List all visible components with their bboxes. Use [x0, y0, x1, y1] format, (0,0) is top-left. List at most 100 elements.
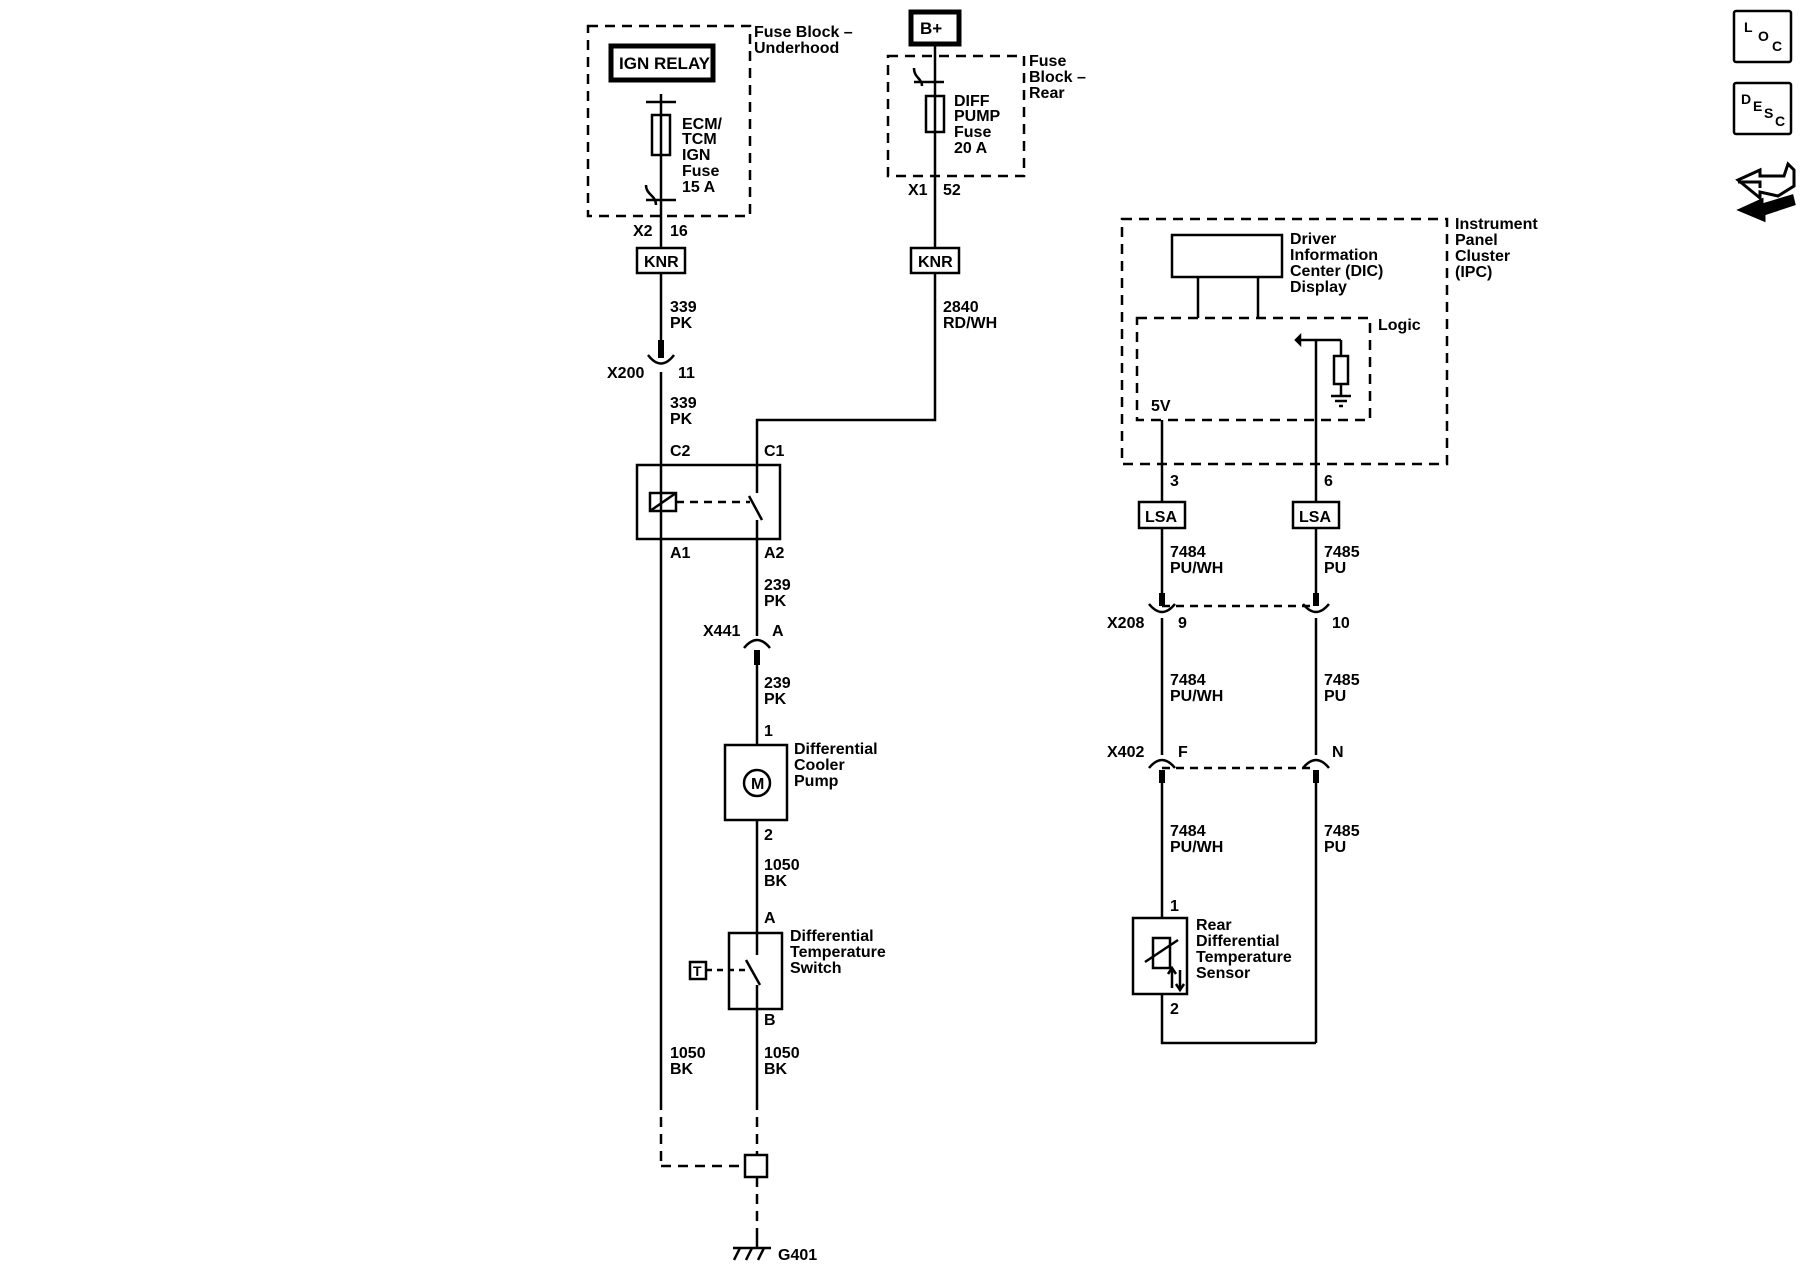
sensor-label-1: Rear	[1196, 917, 1232, 934]
x200-label: X200	[607, 365, 644, 382]
fuse-block-rear	[886, 54, 1026, 178]
description-view-icon[interactable]	[1732, 81, 1793, 136]
pump-symbol: M	[751, 776, 764, 793]
x200-pin: 11	[678, 365, 695, 382]
fuse-block-underhood-label-1: Fuse Block –	[754, 24, 853, 41]
sensor-pin-bottom: 2	[1170, 1001, 1179, 1018]
switch-label-1: Differential	[790, 928, 874, 945]
loc-letter-o: O	[1758, 28, 1769, 44]
diff-fuse-rating: 20 A	[954, 140, 988, 157]
ipc-pin-6: 6	[1324, 473, 1333, 490]
x2-label: X2	[633, 223, 653, 240]
switch-label-2: Temperature	[790, 944, 886, 961]
wire-2840-circuit: 2840	[943, 299, 979, 316]
wire-1050-color-left: BK	[670, 1061, 694, 1078]
x208-pin-a: 9	[1178, 615, 1187, 632]
switch-pin-bottom: B	[764, 1012, 776, 1029]
sensor-pin-top: 1	[1170, 898, 1179, 915]
sensor-label-3: Temperature	[1196, 949, 1292, 966]
lsa-right-label: LSA	[1299, 509, 1331, 526]
fuse-block-underhood	[586, 24, 752, 218]
b-plus-label: B+	[920, 19, 942, 38]
switch-symbol: T	[693, 963, 702, 979]
splice-pack	[743, 1153, 769, 1179]
wire-7484-color-2: PU/WH	[1170, 688, 1223, 705]
wire-339-circuit-1: 339	[670, 299, 697, 316]
diff-pump-relay	[635, 463, 782, 541]
fuse-block-underhood-label-2: Underhood	[754, 40, 839, 57]
wire-239-circuit-1: 239	[764, 577, 791, 594]
ipc-label-1: Instrument	[1455, 216, 1538, 233]
x1-pin: 52	[943, 182, 961, 199]
dic-label-4: Display	[1290, 279, 1347, 296]
motor-icon	[742, 768, 772, 798]
x402-pin-b: N	[1332, 744, 1344, 761]
x208-connector-a	[1148, 603, 1176, 614]
dic-label-1: Driver	[1290, 231, 1336, 248]
wire-1050-circuit-right: 1050	[764, 1045, 800, 1062]
logic-label: Logic	[1378, 317, 1421, 334]
diff-fuse-line-2: PUMP	[954, 108, 1001, 125]
desc-letter-s: S	[1764, 105, 1773, 121]
x1-label: X1	[908, 182, 928, 199]
x200-connector	[647, 354, 675, 365]
x441-connector	[743, 638, 771, 649]
sensor-label-2: Differential	[1196, 933, 1280, 950]
wire-1050-circuit-1: 1050	[764, 857, 800, 874]
sensor-label-4: Sensor	[1196, 965, 1250, 982]
wire-339-color-1: PK	[670, 315, 693, 332]
wire-339-circuit-2: 339	[670, 395, 697, 412]
pump-label-3: Pump	[794, 773, 839, 790]
desc-letter-d: D	[1741, 91, 1751, 107]
voltage-label: 5V	[1151, 398, 1171, 415]
diff-fuse-line-1: DIFF	[954, 93, 990, 110]
ground-symbol	[732, 1235, 771, 1261]
wire-7485-color-2: PU	[1324, 688, 1346, 705]
wire-1050-color-1: BK	[764, 873, 788, 890]
dic-label-3: Center (DIC)	[1290, 263, 1383, 280]
wire-339-color-2: PK	[670, 411, 693, 428]
connector-end-view-icon[interactable]	[1735, 161, 1796, 223]
logic-box	[1135, 316, 1372, 422]
wire-7484-circuit-3: 7484	[1170, 823, 1206, 840]
ecm-fuse-line-1: ECM/	[682, 116, 723, 133]
ecm-fuse-line-4: Fuse	[682, 163, 719, 180]
wire-7484-circuit-2: 7484	[1170, 672, 1206, 689]
pump-label-1: Differential	[794, 741, 878, 758]
wire-7484-color-3: PU/WH	[1170, 839, 1223, 856]
wire-7485-circuit-2: 7485	[1324, 672, 1360, 689]
knr-right-label: KNR	[918, 254, 953, 271]
wire-7485-circuit-1: 7485	[1324, 544, 1360, 561]
x208-label: X208	[1107, 615, 1144, 632]
wire-239-circuit-2: 239	[764, 675, 791, 692]
loc-letter-c: C	[1772, 38, 1782, 54]
pump-pin-bottom: 2	[764, 827, 773, 844]
ipc-label-3: Cluster	[1455, 248, 1510, 265]
wire-1050-circuit-left: 1050	[670, 1045, 706, 1062]
loc-letter-l: L	[1744, 19, 1753, 35]
ipc-box	[1120, 217, 1449, 466]
relay-pin-c2: C2	[670, 443, 691, 460]
x402-connector-a	[1148, 758, 1176, 769]
switch-pin-top: A	[764, 910, 776, 927]
wire-7484-circuit-1: 7484	[1170, 544, 1206, 561]
lsa-left-label: LSA	[1145, 509, 1177, 526]
ground-label: G401	[778, 1247, 817, 1264]
fuse-block-rear-label-3: Rear	[1029, 85, 1065, 102]
location-view-icon[interactable]	[1732, 9, 1793, 64]
relay-pin-a2: A2	[764, 545, 785, 562]
x441-label: X441	[703, 623, 740, 640]
wire-239-color-1: PK	[764, 593, 787, 610]
wire-7485-color-3: PU	[1324, 839, 1346, 856]
x2-pin: 16	[670, 223, 688, 240]
ign-relay-box	[608, 43, 716, 83]
relay-pin-a1: A1	[670, 545, 691, 562]
wire-239-color-2: PK	[764, 691, 787, 708]
fuse-block-rear-label-1: Fuse	[1029, 53, 1066, 70]
dic-display	[1170, 233, 1284, 279]
pump-pin-top: 1	[764, 723, 773, 740]
wire-7485-color-1: PU	[1324, 560, 1346, 577]
ipc-label-2: Panel	[1455, 232, 1498, 249]
ecm-fuse-line-3: IGN	[682, 147, 710, 164]
thermistor-icon	[1151, 936, 1172, 970]
